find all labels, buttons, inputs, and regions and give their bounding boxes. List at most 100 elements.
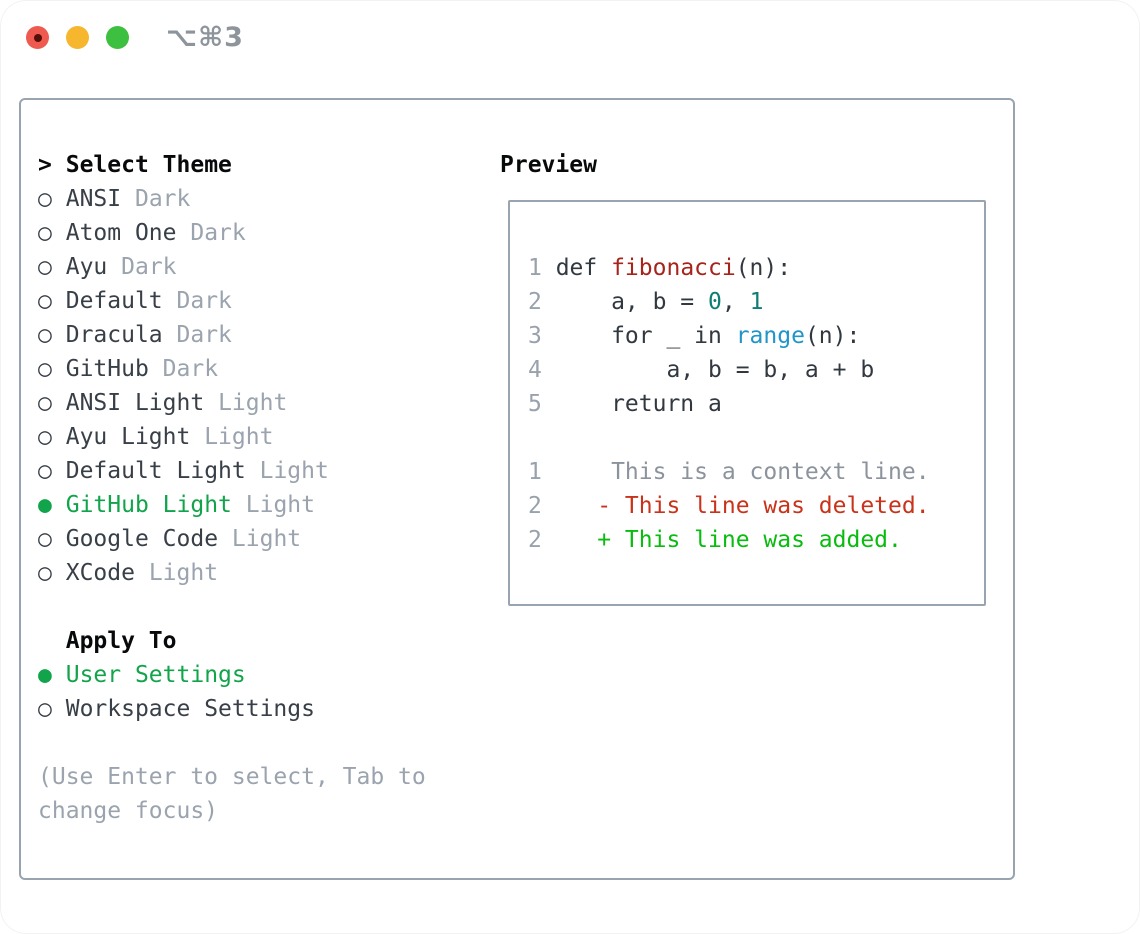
code-token: 1: [749, 289, 764, 315]
keyboard-hint: (Use Enter to select, Tab to change focu…: [38, 764, 440, 824]
radio-selected-icon: ●: [38, 492, 52, 518]
theme-name: GitHub Light: [65, 492, 232, 518]
code-line: 3 for _ in range(n):: [528, 319, 984, 353]
theme-option-atom-one-dark[interactable]: ○ Atom One Dark: [38, 216, 468, 250]
theme-variant: Light: [218, 390, 288, 416]
line-number: 2: [528, 527, 542, 553]
theme-picker-panel: > Select Theme ○ ANSI Dark ○ Atom One Da…: [19, 98, 1015, 880]
code-token: ,: [721, 289, 750, 315]
code-token: (n):: [735, 255, 792, 281]
radio-icon: ○: [38, 424, 52, 450]
theme-variant: Dark: [190, 220, 246, 246]
theme-variant: Light: [259, 458, 329, 484]
diff-text: + This line was added.: [555, 527, 902, 553]
theme-name: XCode: [65, 560, 135, 586]
apply-option-label: Workspace Settings: [65, 696, 315, 722]
radio-selected-icon: ●: [38, 662, 52, 688]
code-token: fibonacci: [611, 255, 736, 281]
theme-variant: Dark: [162, 356, 219, 382]
code-token: for _ in: [555, 323, 736, 349]
blank-line: [528, 421, 984, 455]
theme-variant: Light: [204, 424, 274, 450]
code-token: return a: [555, 391, 722, 417]
radio-icon: ○: [38, 356, 52, 382]
theme-option-ayu-light[interactable]: ○ Ayu Light Light: [38, 420, 468, 454]
theme-variant: Light: [245, 492, 315, 518]
apply-to-heading: Apply To: [38, 624, 468, 658]
theme-name: Atom One: [65, 220, 177, 246]
theme-list-column: > Select Theme ○ ANSI Dark ○ Atom One Da…: [38, 148, 468, 828]
spacer: [38, 726, 468, 760]
radio-icon: ○: [38, 186, 52, 212]
line-number: 2: [528, 289, 542, 315]
theme-option-github-dark[interactable]: ○ GitHub Dark: [38, 352, 468, 386]
theme-name: Ayu: [65, 254, 108, 280]
line-number: 5: [528, 391, 542, 417]
radio-icon: ○: [38, 288, 52, 314]
apply-option-user-settings[interactable]: ● User Settings: [38, 658, 468, 692]
line-number: 3: [528, 323, 542, 349]
theme-option-google-code[interactable]: ○ Google Code Light: [38, 522, 468, 556]
theme-option-dracula-dark[interactable]: ○ Dracula Dark: [38, 318, 468, 352]
theme-option-ansi-dark[interactable]: ○ ANSI Dark: [38, 182, 468, 216]
code-line: 5 return a: [528, 387, 984, 421]
theme-option-ayu-dark[interactable]: ○ Ayu Dark: [38, 250, 468, 284]
code-token: def: [555, 255, 612, 281]
close-button[interactable]: [26, 26, 49, 49]
theme-variant: Dark: [121, 254, 177, 280]
code-line: 1 def fibonacci(n):: [528, 251, 984, 285]
radio-icon: ○: [38, 560, 52, 586]
theme-variant: Dark: [176, 322, 232, 348]
theme-variant: Dark: [176, 288, 232, 314]
theme-option-github-light[interactable]: ● GitHub Light Light: [38, 488, 468, 522]
preview-heading: Preview: [500, 152, 597, 178]
heading-indent: [38, 628, 52, 654]
line-number: 1: [528, 255, 542, 281]
window-title: ⌥⌘3: [166, 22, 244, 53]
heading-label: Select Theme: [65, 152, 232, 178]
theme-name: Default: [65, 288, 163, 314]
radio-icon: ○: [38, 254, 52, 280]
theme-name: Default Light: [65, 458, 246, 484]
theme-option-ansi-light[interactable]: ○ ANSI Light Light: [38, 386, 468, 420]
code-token: (n):: [804, 323, 861, 349]
theme-option-default-dark[interactable]: ○ Default Dark: [38, 284, 468, 318]
theme-option-xcode[interactable]: ○ XCode Light: [38, 556, 468, 590]
theme-variant: Light: [231, 526, 302, 552]
radio-icon: ○: [38, 696, 52, 722]
diff-context-line: 1 This is a context line.: [528, 455, 984, 489]
code-token: range: [735, 323, 805, 349]
diff-deleted-line: 2 - This line was deleted.: [528, 489, 984, 523]
apply-option-workspace-settings[interactable]: ○ Workspace Settings: [38, 692, 468, 726]
theme-variant: Dark: [134, 186, 191, 212]
theme-name: Ayu Light: [65, 424, 191, 450]
theme-name: ANSI Light: [65, 390, 205, 416]
zoom-button[interactable]: [106, 26, 129, 49]
theme-name: Google Code: [65, 526, 219, 552]
theme-name: GitHub: [65, 356, 149, 382]
minimize-button[interactable]: [66, 26, 89, 49]
close-dot-icon: [33, 33, 42, 42]
code-token: a, b =: [555, 289, 709, 315]
prompt-icon: >: [38, 152, 52, 178]
radio-icon: ○: [38, 220, 52, 246]
theme-option-default-light[interactable]: ○ Default Light Light: [38, 454, 468, 488]
code-line: 2 a, b = 0, 1: [528, 285, 984, 319]
radio-icon: ○: [38, 390, 52, 416]
theme-variant: Light: [148, 560, 219, 586]
spacer: [38, 590, 468, 624]
radio-icon: ○: [38, 322, 52, 348]
radio-icon: ○: [38, 458, 52, 484]
heading-label: Apply To: [65, 628, 177, 654]
diff-text: This is a context line.: [555, 459, 930, 485]
line-number: 2: [528, 493, 542, 519]
theme-name: Dracula: [65, 322, 163, 348]
line-number: 1: [528, 459, 542, 485]
code-line: 4 a, b = b, a + b: [528, 353, 984, 387]
diff-added-line: 2 + This line was added.: [528, 523, 984, 557]
title-bar: ⌥⌘3: [26, 22, 244, 53]
diff-text: - This line was deleted.: [555, 493, 930, 519]
radio-icon: ○: [38, 526, 52, 552]
